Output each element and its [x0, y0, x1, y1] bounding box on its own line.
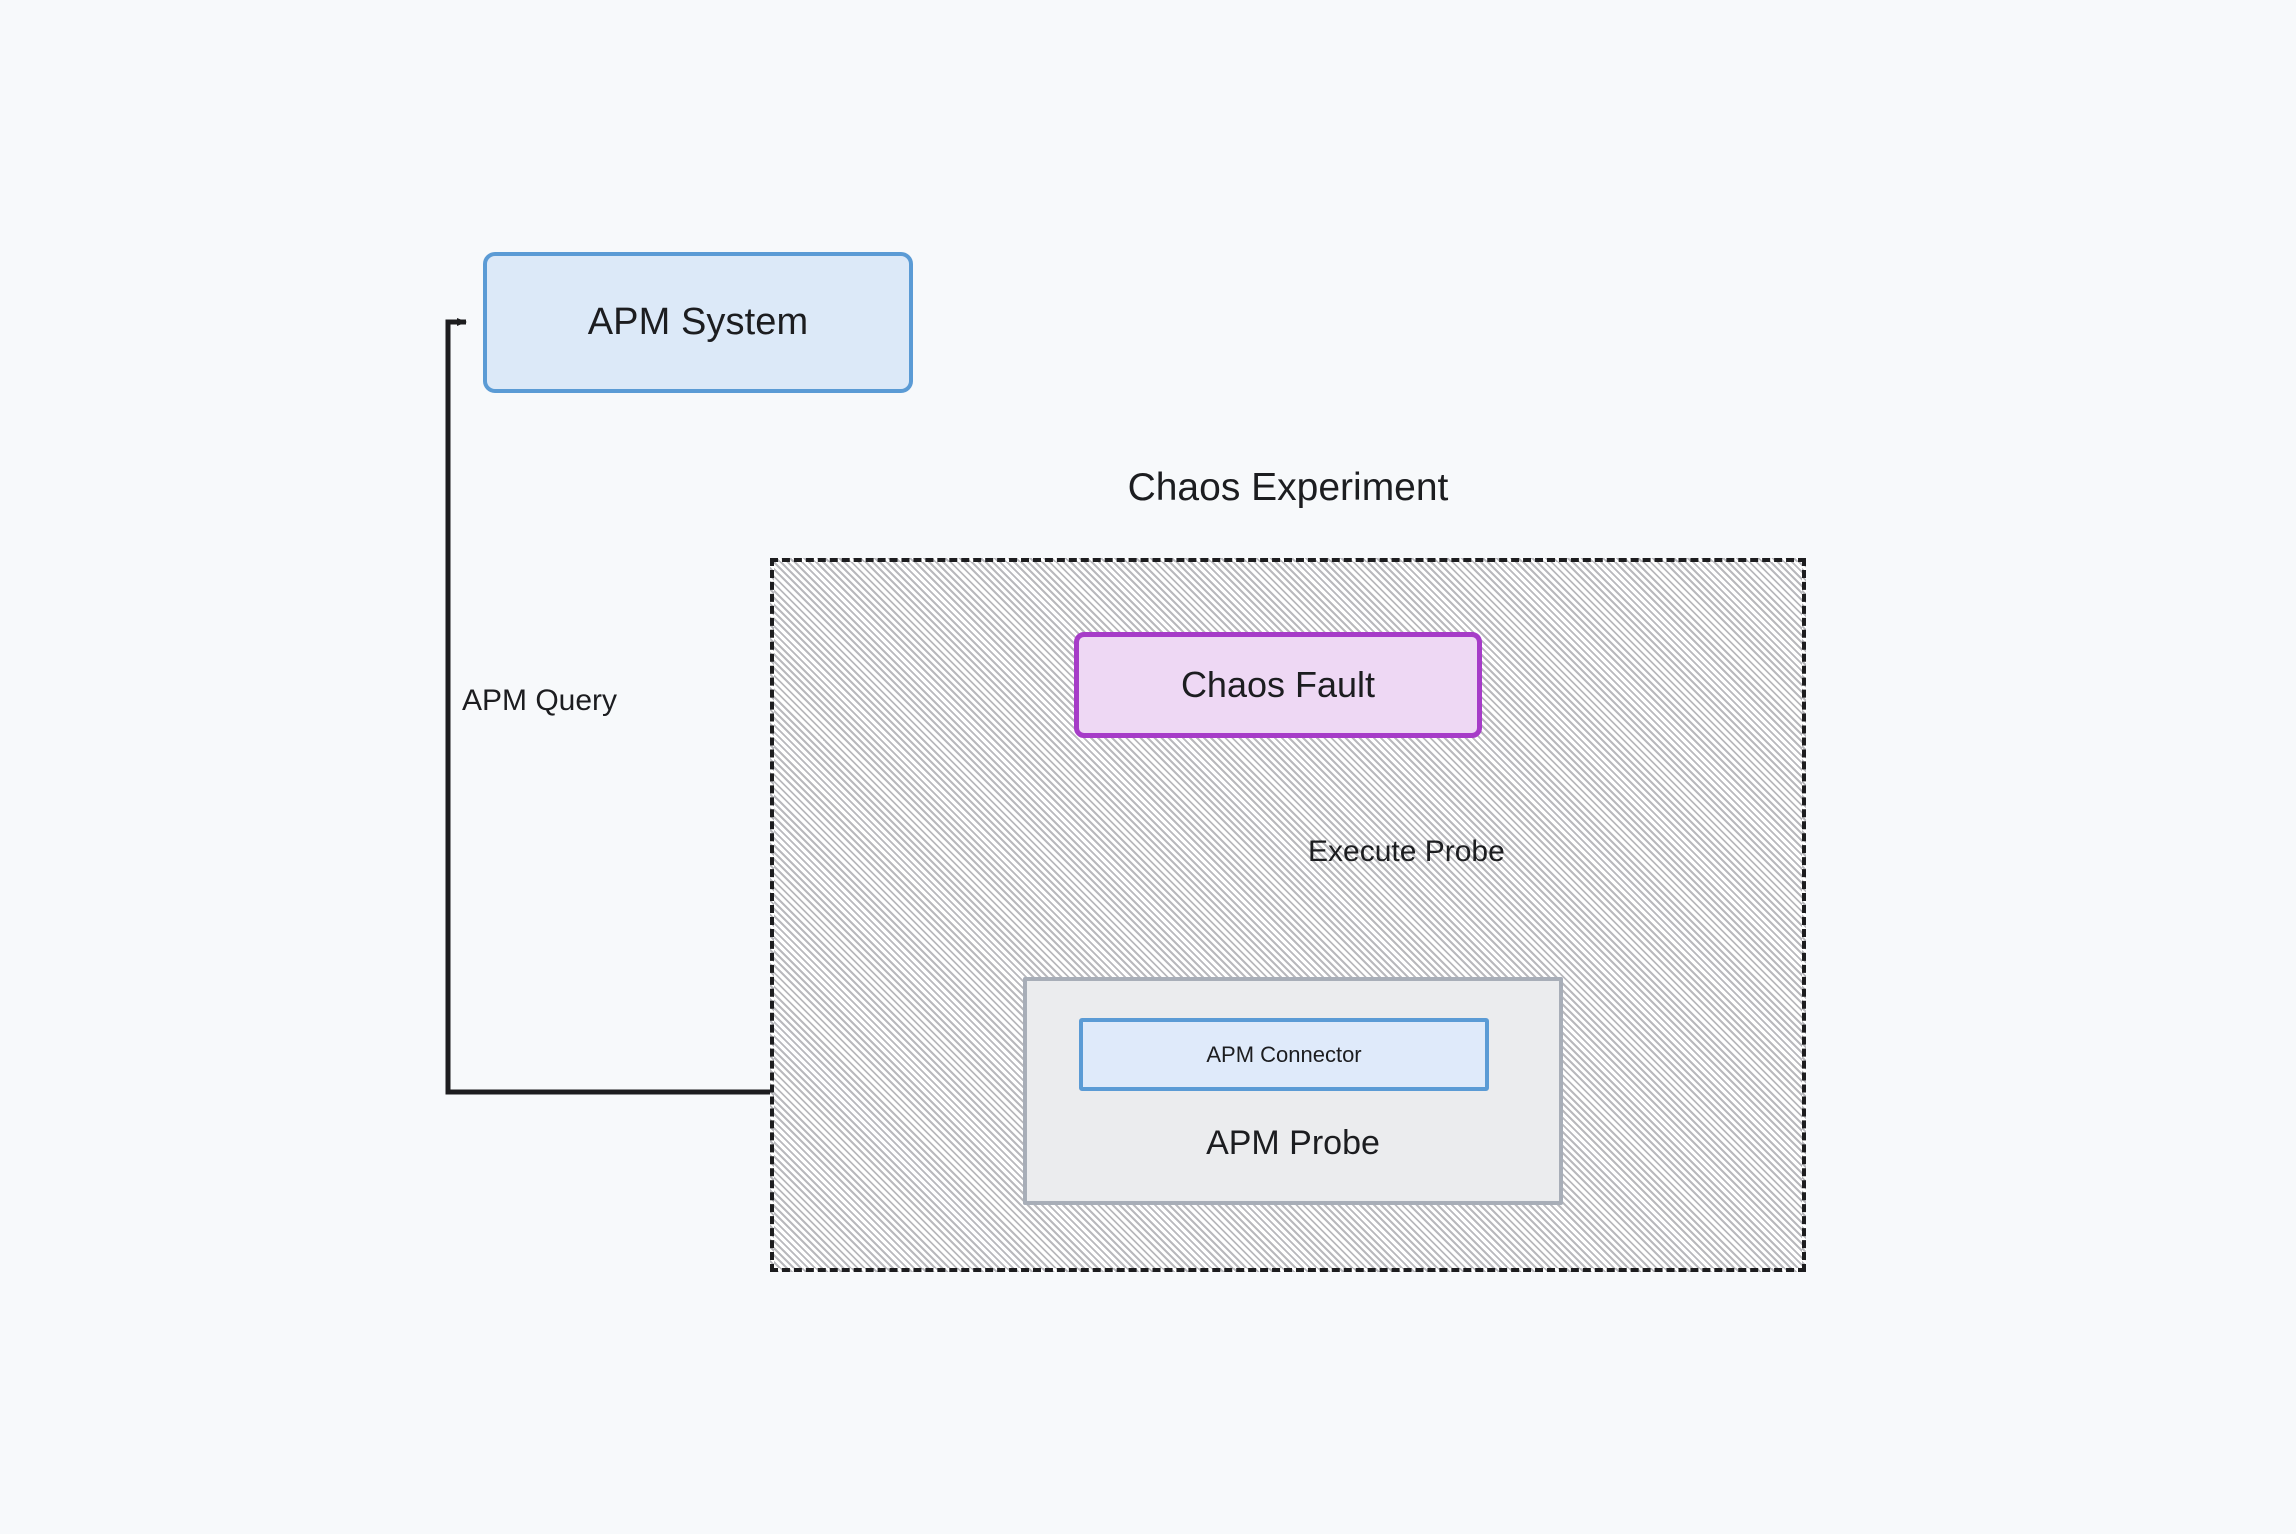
node-apm-probe[interactable]: APM Connector APM Probe	[1023, 977, 1563, 1205]
chaos-experiment-title: Chaos Experiment	[1127, 466, 1449, 509]
edge-label-apm-query: APM Query	[462, 684, 618, 717]
edge-apm-query	[445, 318, 1025, 1095]
node-apm-system[interactable]: APM System	[483, 252, 913, 393]
node-apm-connector-label: APM Connector	[1206, 1041, 1362, 1067]
node-apm-connector[interactable]: APM Connector	[1079, 1018, 1489, 1091]
node-apm-system-label: APM System	[587, 301, 809, 343]
node-apm-probe-label: APM Probe	[1206, 1124, 1380, 1162]
node-chaos-fault[interactable]: Chaos Fault	[1074, 632, 1482, 738]
edge-label-execute-probe: Execute Probe	[1308, 835, 1505, 868]
node-chaos-fault-label: Chaos Fault	[1180, 664, 1376, 705]
